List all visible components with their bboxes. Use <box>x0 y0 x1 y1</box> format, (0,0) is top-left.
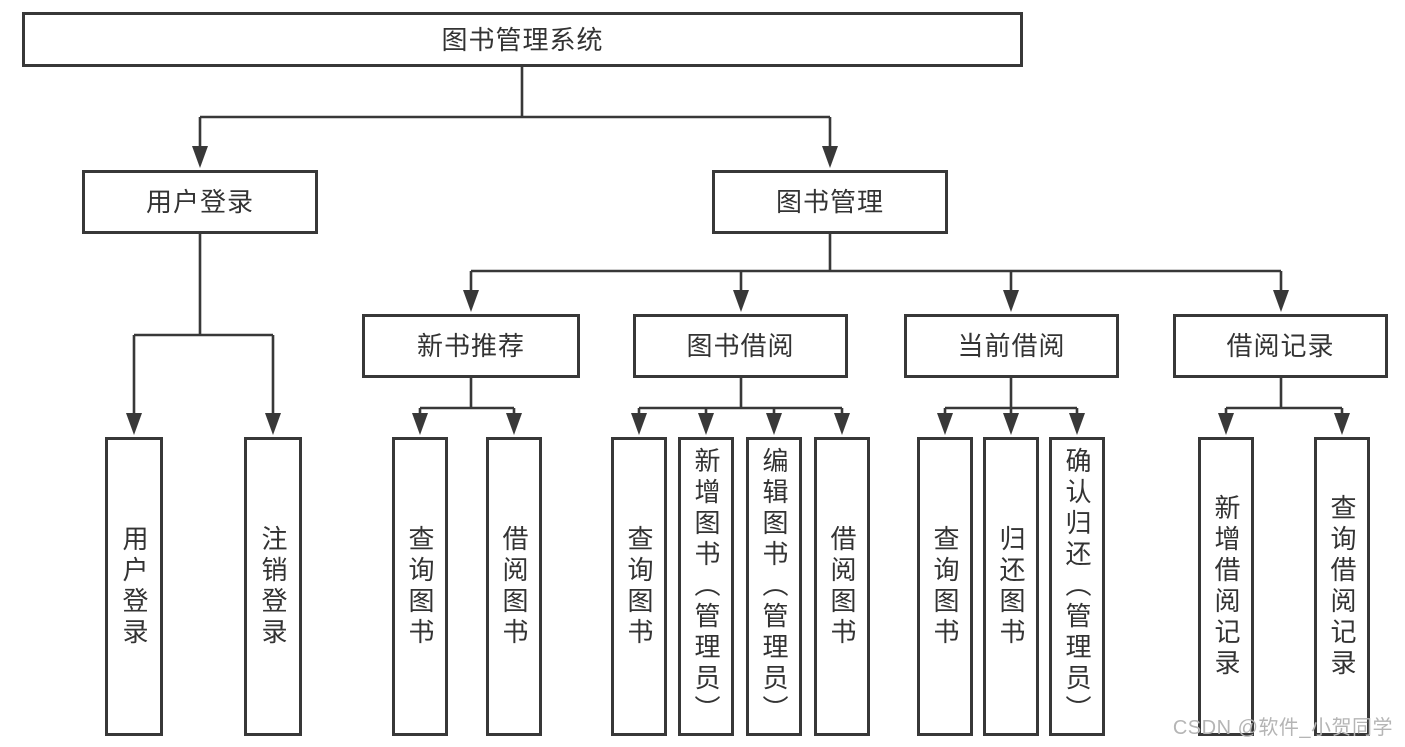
leaf-return-books: 归还图书 <box>983 437 1039 736</box>
leaf-add-borrow-record: 新增借阅记录 <box>1198 437 1254 736</box>
leaf-logout-login: 注销登录 <box>244 437 302 736</box>
leaf-edit-books-admin: 编辑图书（管理员） <box>746 437 802 736</box>
leaf-borrow-books: 借阅图书 <box>814 437 870 736</box>
node-new-book-recommend: 新书推荐 <box>362 314 580 378</box>
node-library-management-system: 图书管理系统 <box>22 12 1023 67</box>
node-current-borrow: 当前借阅 <box>904 314 1119 378</box>
node-book-borrow: 图书借阅 <box>633 314 848 378</box>
leaf-query-books-borrow: 查询图书 <box>611 437 667 736</box>
leaf-borrow-books-recommend: 借阅图书 <box>486 437 542 736</box>
csdn-watermark: CSDN @软件_小贺同学 <box>1172 717 1393 739</box>
leaf-query-borrow-record: 查询借阅记录 <box>1314 437 1370 736</box>
leaf-query-books-current: 查询图书 <box>917 437 973 736</box>
leaf-query-books-recommend: 查询图书 <box>392 437 448 736</box>
leaf-add-books-admin: 新增图书（管理员） <box>678 437 734 736</box>
leaf-confirm-return-admin: 确认归还（管理员） <box>1049 437 1105 736</box>
node-book-management: 图书管理 <box>712 170 948 234</box>
node-borrow-records: 借阅记录 <box>1173 314 1388 378</box>
leaf-user-login: 用户登录 <box>105 437 163 736</box>
node-user-login: 用户登录 <box>82 170 318 234</box>
